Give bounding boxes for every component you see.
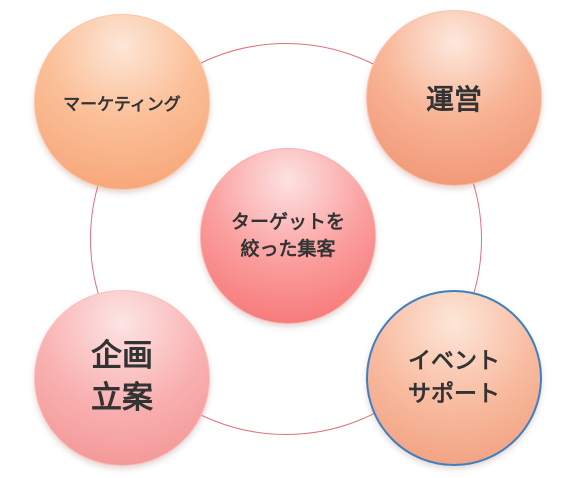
marketing-label: マーケティング bbox=[63, 94, 181, 115]
event-label-line2: サポート bbox=[408, 381, 500, 407]
planning-label-line1: 企画 bbox=[91, 338, 153, 375]
planning-label-line2: 立案 bbox=[91, 380, 153, 416]
operations-node: 運営 bbox=[366, 10, 542, 186]
center-label-line1: ターゲットを bbox=[230, 211, 345, 234]
planning-node: 企画 立案 bbox=[34, 290, 210, 466]
center-label-line2: 絞った集客 bbox=[240, 238, 336, 260]
center-node: ターゲットを 絞った集客 bbox=[200, 148, 376, 324]
cycle-ring bbox=[90, 43, 482, 435]
operations-label: 運営 bbox=[425, 83, 482, 116]
event-support-node[interactable]: イベント サポート bbox=[366, 290, 542, 466]
marketing-node: マーケティング bbox=[34, 14, 210, 190]
event-label-line1: イベント bbox=[408, 347, 500, 374]
